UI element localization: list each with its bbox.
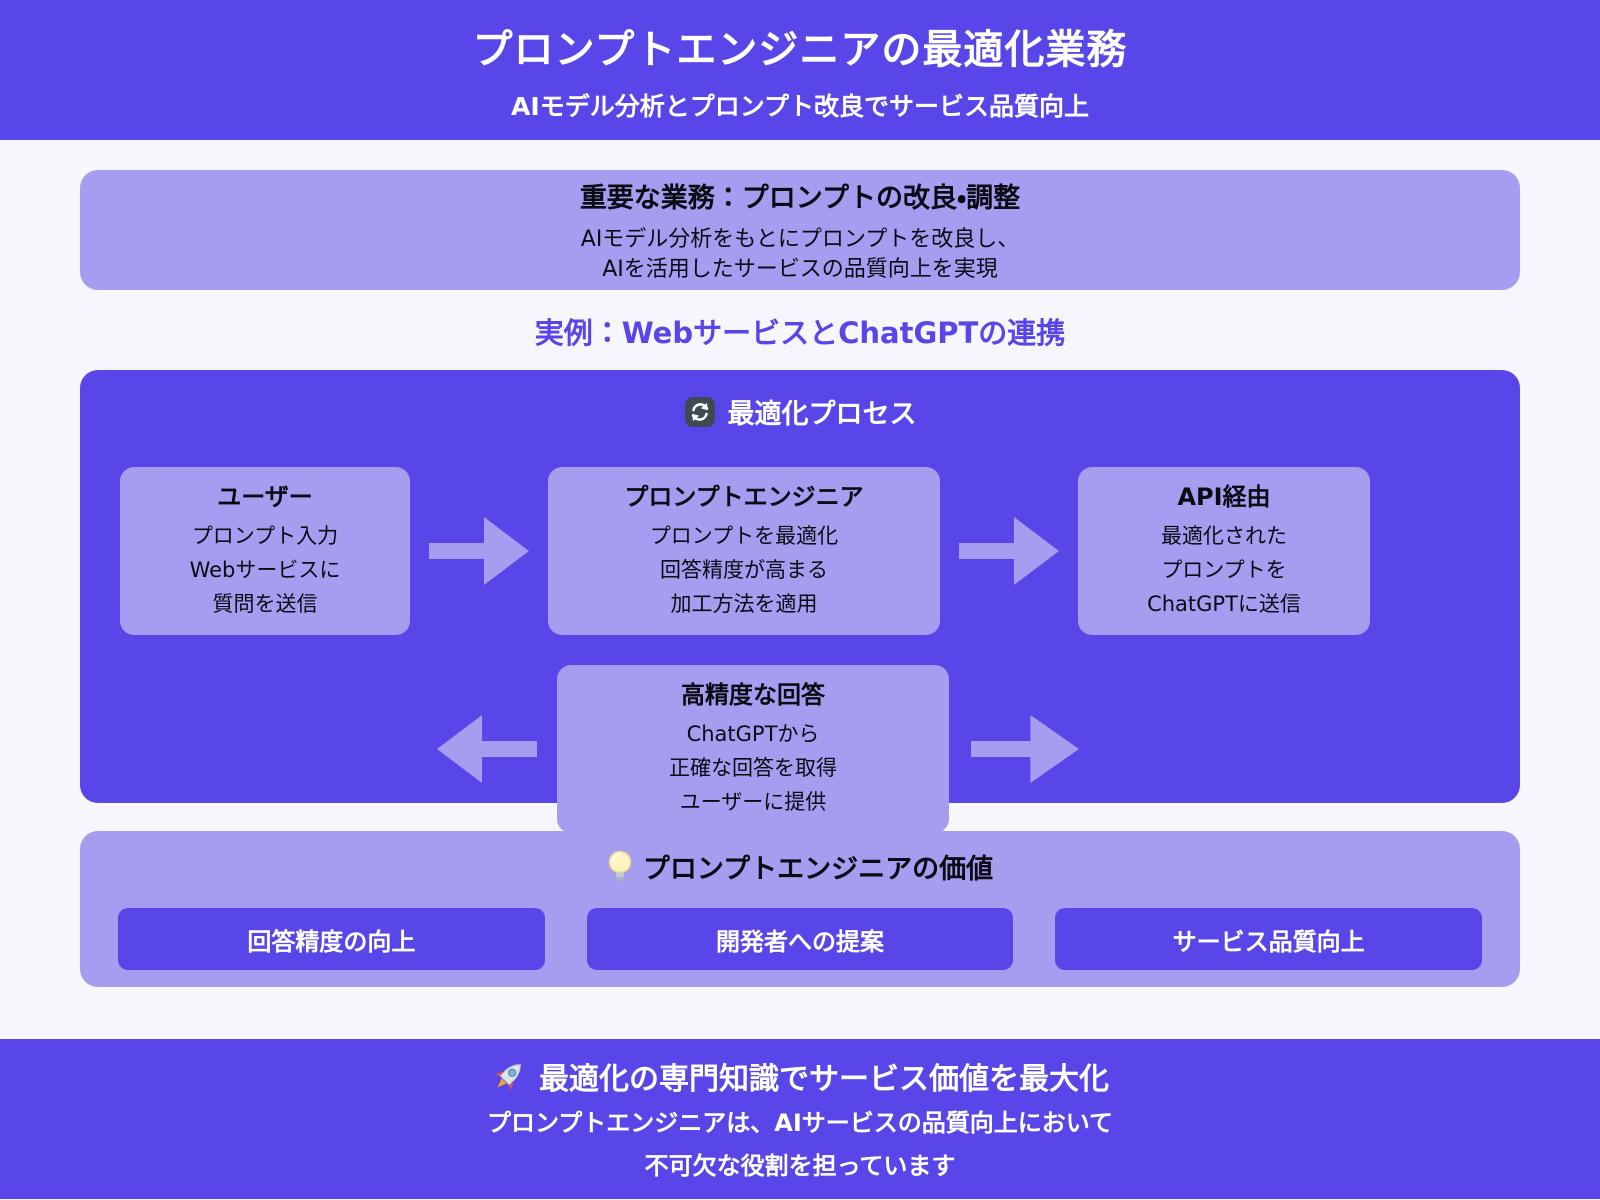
value-item-accuracy: 回答精度の向上: [118, 908, 545, 970]
lightbulb-icon: [607, 850, 633, 884]
card-line: 最適化された: [1161, 524, 1287, 548]
value-section-box: プロンプトエンジニアの価値 回答精度の向上 開発者への提案 サービス品質向上: [80, 831, 1520, 987]
arrow-left-icon: [437, 715, 537, 783]
card-line: Webサービスに: [189, 558, 341, 582]
refresh-icon: [684, 396, 716, 428]
card-line: ユーザーに提供: [679, 790, 827, 814]
value-title-row: プロンプトエンジニアの価値: [118, 847, 1482, 886]
footer-title: 最適化の専門知識でサービス価値を最大化: [539, 1062, 1109, 1098]
card-line: ChatGPTに送信: [1147, 592, 1301, 616]
footer-title-row: 最適化の専門知識でサービス価値を最大化: [491, 1054, 1109, 1098]
arrow-right-icon: [429, 517, 529, 585]
footer-line-2: 不可欠な役割を担っています: [644, 1152, 956, 1180]
process-card-api: API経由 最適化された プロンプトを ChatGPTに送信: [1078, 467, 1370, 635]
card-title: ユーザー: [217, 483, 313, 511]
value-item-quality: サービス品質向上: [1055, 908, 1483, 970]
important-task-box: 重要な業務：プロンプトの改良・調整 AIモデル分析をもとにプロンプトを改良し、 …: [80, 170, 1520, 290]
value-item-proposal: 開発者への提案: [586, 908, 1014, 970]
process-title: 最適化プロセス: [727, 399, 917, 430]
card-line: 回答精度が高まる: [660, 558, 828, 582]
footer-line-1: プロンプトエンジニアは、AIサービスの品質向上において: [486, 1109, 1114, 1138]
important-task-line-2: AIを活用したサービスの品質向上を実現: [602, 256, 998, 282]
process-row-1: ユーザー プロンプト入力 Webサービスに 質問を送信 プロンプトエンジニア プ…: [120, 467, 1480, 635]
process-row-2: 高精度な回答 ChatGPTから 正確な回答を取得 ユーザーに提供: [120, 665, 1480, 833]
value-section-title: プロンプトエンジニアの価値: [642, 854, 994, 885]
card-line: 加工方法を適用: [670, 592, 818, 616]
process-card-answer: 高精度な回答 ChatGPTから 正確な回答を取得 ユーザーに提供: [557, 665, 949, 833]
card-line: プロンプトを: [1161, 558, 1287, 582]
card-line: プロンプトを最適化: [649, 524, 839, 548]
process-title-row: 最適化プロセス: [120, 392, 1480, 431]
important-task-line-1: AIモデル分析をもとにプロンプトを改良し、: [580, 226, 1020, 252]
arrow-right-icon: [959, 517, 1059, 585]
page-header: プロンプトエンジニアの最適化業務 AIモデル分析とプロンプト改良でサービス品質向…: [0, 0, 1600, 140]
value-buttons-row: 回答精度の向上 開発者への提案 サービス品質向上: [118, 908, 1483, 970]
card-line: ChatGPTから: [686, 722, 820, 746]
card-title: 高精度な回答: [681, 681, 825, 709]
arrow-right-icon: [971, 715, 1079, 783]
page-subtitle: AIモデル分析とプロンプト改良でサービス品質向上: [511, 92, 1089, 121]
card-line: 質問を送信: [212, 592, 318, 616]
page-footer: 最適化の専門知識でサービス価値を最大化 プロンプトエンジニアは、AIサービスの品…: [0, 1039, 1600, 1199]
card-line: プロンプト入力: [191, 524, 339, 548]
card-title: API経由: [1177, 483, 1271, 511]
process-card-engineer: プロンプトエンジニア プロンプトを最適化 回答精度が高まる 加工方法を適用: [548, 467, 940, 635]
example-heading: 実例：WebサービスとChatGPTの連携: [534, 316, 1066, 350]
card-title: プロンプトエンジニア: [624, 483, 864, 511]
main-content: 重要な業務：プロンプトの改良・調整 AIモデル分析をもとにプロンプトを改良し、 …: [0, 170, 1600, 987]
important-task-title: 重要な業務：プロンプトの改良・調整: [579, 182, 1021, 214]
page-title: プロンプトエンジニアの最適化業務: [472, 27, 1128, 73]
rocket-icon: [491, 1058, 527, 1094]
optimization-process-box: 最適化プロセス ユーザー プロンプト入力 Webサービスに 質問を送信 プロンプ…: [80, 370, 1520, 833]
process-card-user: ユーザー プロンプト入力 Webサービスに 質問を送信: [120, 467, 410, 635]
card-line: 正確な回答を取得: [669, 756, 837, 780]
